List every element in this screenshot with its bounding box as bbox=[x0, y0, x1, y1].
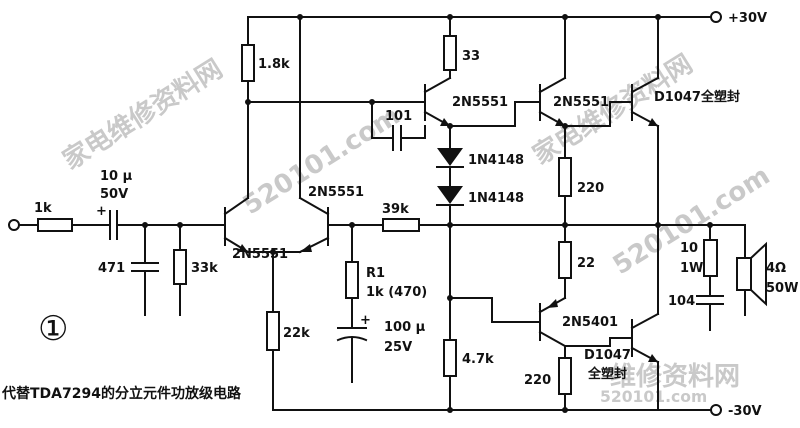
q-out-bottom-label-2: 全塑封 bbox=[587, 366, 627, 382]
output-network: 10 1W 104 4Ω 50W bbox=[668, 224, 798, 331]
resistor-4-7k-icon bbox=[443, 339, 457, 377]
capacitor-101-label: 101 bbox=[385, 109, 412, 124]
capacitor-10u-voltage: 50V bbox=[100, 187, 128, 202]
diode-icon bbox=[437, 148, 463, 166]
resistor-22k-icon bbox=[266, 311, 280, 351]
capacitor-471-label: 471 bbox=[98, 261, 125, 276]
diode-icon bbox=[437, 186, 463, 204]
differential-pair: 2N5551 1.8k 2N5551 22k 39k R1 bbox=[223, 16, 716, 411]
resistor-1-8k-icon bbox=[241, 44, 255, 82]
q-diff-left-label: 2N5551 bbox=[232, 247, 288, 262]
resistor-39k-icon bbox=[382, 218, 420, 232]
speaker-power-label: 50W bbox=[766, 281, 798, 296]
capacitor-104-label: 104 bbox=[668, 294, 695, 309]
resistor-33k-icon bbox=[173, 249, 187, 285]
resistor-zobel-icon bbox=[703, 239, 718, 277]
watermark: 家电维修资料网 bbox=[57, 53, 228, 176]
input-terminal-icon bbox=[8, 219, 20, 231]
resistor-r1-value: 1k (470) bbox=[366, 285, 427, 300]
resistor-220-top-icon bbox=[558, 157, 572, 197]
q-vas-label: 2N5551 bbox=[452, 95, 508, 110]
input-stage: 1k + 10 μ 50V 471 33k bbox=[8, 169, 226, 316]
resistor-22-icon bbox=[558, 241, 572, 279]
positive-rail: +30V bbox=[247, 11, 767, 26]
resistor-r1-icon bbox=[345, 261, 359, 299]
figure-number: ① bbox=[38, 309, 68, 349]
capacitor-10u-value: 10 μ bbox=[100, 169, 133, 184]
watermark: 维修资料网 bbox=[610, 361, 740, 392]
watermark: 520101.com bbox=[600, 388, 707, 406]
upper-output: 2N5551 220 D1047全塑封 bbox=[538, 16, 740, 226]
q-out-bottom-label-1: D1047 bbox=[584, 348, 631, 363]
resistor-22-label: 22 bbox=[577, 256, 595, 271]
resistor-r1-name: R1 bbox=[366, 266, 385, 281]
svg-text:+: + bbox=[360, 313, 371, 328]
negative-rail: -30V bbox=[272, 404, 762, 419]
speaker-impedance-label: 4Ω bbox=[766, 261, 786, 276]
speaker-icon bbox=[736, 257, 752, 291]
resistor-22k-label: 22k bbox=[283, 326, 310, 341]
resistor-220-top-label: 220 bbox=[577, 181, 604, 196]
resistor-zobel-value: 10 bbox=[680, 241, 698, 256]
vas-stage: 101 2N5551 33 1N4148 1N4148 4.7k bbox=[247, 16, 541, 411]
q-driver-top-label: 2N5551 bbox=[553, 95, 609, 110]
resistor-33-icon bbox=[443, 35, 457, 71]
watermark: 520101.com bbox=[238, 101, 406, 221]
terminal-icon bbox=[710, 11, 722, 23]
q-driver-bottom-label: 2N5401 bbox=[562, 315, 618, 330]
capacitor-100u-voltage: 25V bbox=[384, 340, 412, 355]
resistor-33-label: 33 bbox=[462, 49, 480, 64]
resistor-zobel-power: 1W bbox=[680, 261, 703, 276]
capacitor-100u-value: 100 μ bbox=[384, 320, 426, 335]
diode-1-label: 1N4148 bbox=[468, 153, 524, 168]
positive-rail-label: +30V bbox=[728, 11, 767, 26]
resistor-220-bottom-icon bbox=[558, 357, 572, 395]
resistor-39k-label: 39k bbox=[382, 202, 409, 217]
svg-text:+: + bbox=[96, 204, 107, 219]
figure-caption: 代替TDA7294的分立元件功放级电路 bbox=[1, 385, 242, 402]
resistor-1k-label: 1k bbox=[34, 201, 52, 216]
resistor-4-7k-label: 4.7k bbox=[462, 352, 494, 367]
negative-rail-label: -30V bbox=[728, 404, 762, 419]
resistor-1k-icon bbox=[37, 218, 73, 232]
resistor-220-bottom-label: 220 bbox=[524, 373, 551, 388]
terminal-icon bbox=[710, 404, 722, 416]
diode-2-label: 1N4148 bbox=[468, 191, 524, 206]
resistor-33k-label: 33k bbox=[191, 261, 218, 276]
q-out-top-label: D1047全塑封 bbox=[654, 89, 740, 105]
lower-output: 22 2N5401 220 D1047 全塑封 bbox=[449, 224, 660, 411]
q-diff-right-label: 2N5551 bbox=[308, 185, 364, 200]
resistor-1-8k-label: 1.8k bbox=[258, 57, 290, 72]
